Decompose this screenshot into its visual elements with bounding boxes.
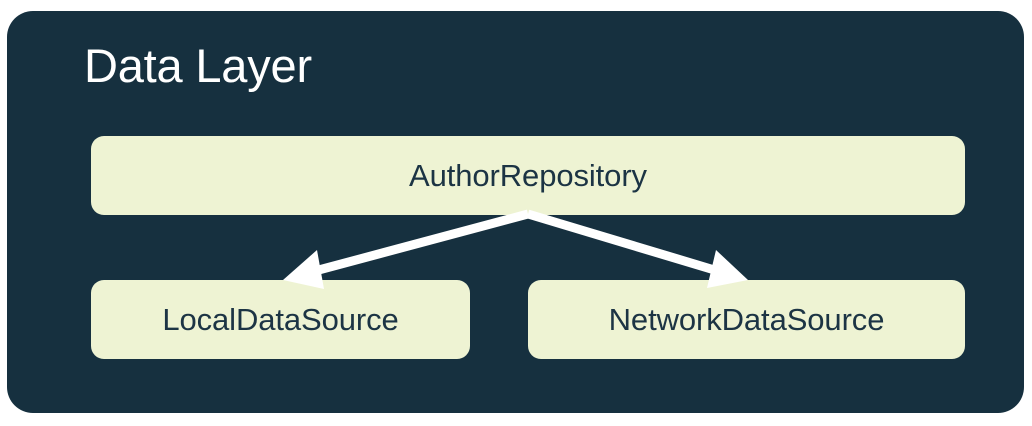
node-local-data-source[interactable]: LocalDataSource [91, 280, 470, 359]
node-network-data-source-label: NetworkDataSource [608, 301, 885, 337]
node-author-repository[interactable]: AuthorRepository [91, 136, 965, 215]
node-local-data-source-label: LocalDataSource [162, 301, 399, 337]
page-title: Data Layer [84, 39, 312, 92]
node-network-data-source[interactable]: NetworkDataSource [528, 280, 965, 359]
node-author-repository-label: AuthorRepository [409, 157, 647, 193]
